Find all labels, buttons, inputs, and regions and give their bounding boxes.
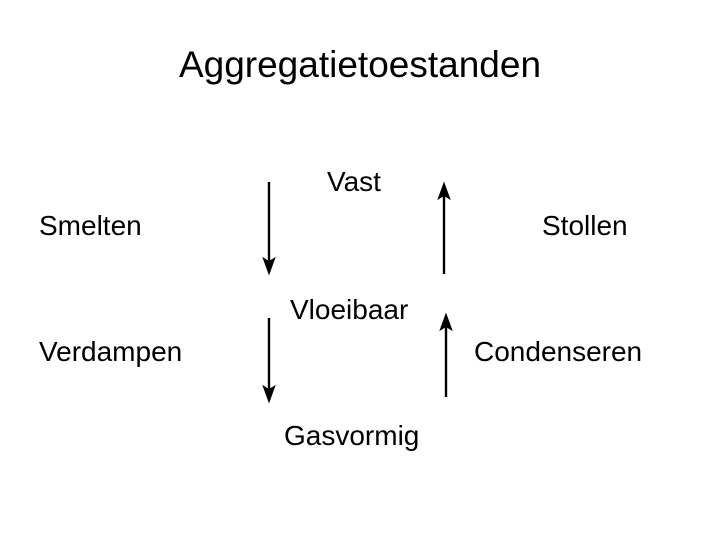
transition-label-verdampen: Verdampen [39,336,183,367]
arrow-up-stollen-icon [437,181,451,274]
arrow-down-verdampen-icon [262,318,276,404]
arrow-up-condenseren-icon [439,312,453,397]
state-label-gasvormig: Gasvormig [284,420,420,451]
transition-label-condenseren: Condenseren [474,336,643,367]
state-label-vast: Vast [327,166,381,197]
transition-label-smelten: Smelten [39,210,142,241]
arrow-down-smelten-icon [262,182,276,276]
transition-label-stollen: Stollen [542,210,628,241]
state-label-vloeibaar: Vloeibaar [290,294,409,325]
page-title: Aggregatietoestanden [178,44,542,85]
